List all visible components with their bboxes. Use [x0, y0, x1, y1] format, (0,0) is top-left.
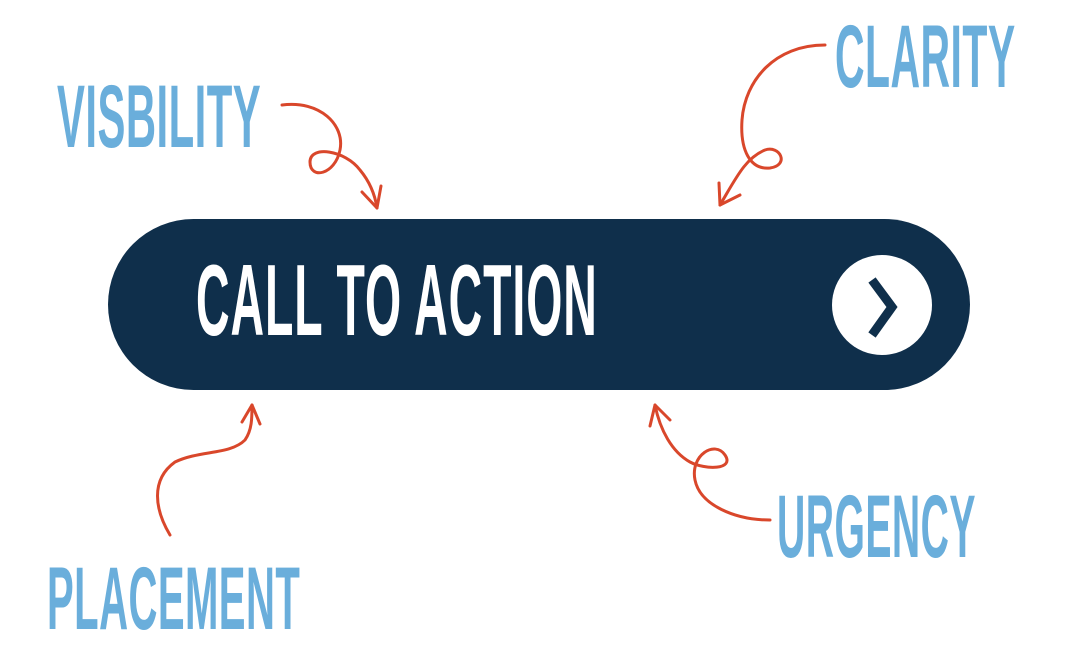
placement-arrow [156, 403, 262, 537]
chevron-right-icon [832, 255, 932, 355]
label-urgency: URGENCY [777, 476, 976, 576]
arrows [156, 43, 827, 537]
call-to-action-label: CALL TO ACTION [196, 245, 598, 357]
label-placement: PLACEMENT [47, 548, 301, 648]
urgency-arrow [648, 403, 772, 522]
clarity-arrow [717, 43, 827, 207]
label-visibility: VISBILITY [57, 66, 262, 166]
label-clarity: CLARITY [835, 6, 1016, 106]
call-to-action-button[interactable]: CALL TO ACTION [108, 219, 970, 390]
visibility-arrow [280, 102, 383, 210]
